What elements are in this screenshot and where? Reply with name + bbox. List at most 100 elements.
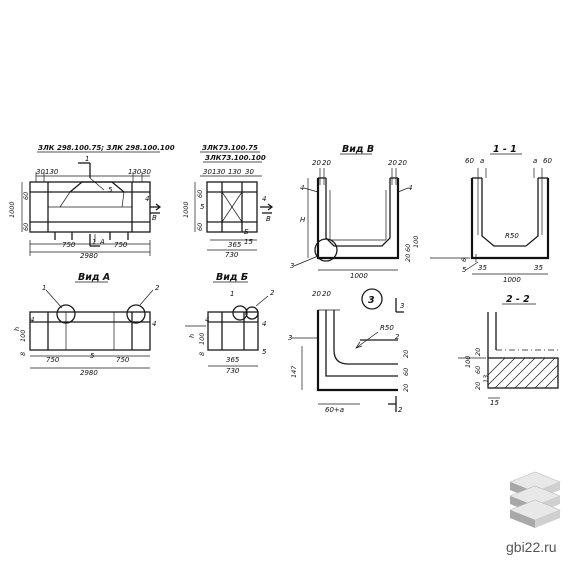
title-sec-22: 2 - 2 xyxy=(506,294,530,305)
label-1-b: 1 xyxy=(230,290,234,298)
dim-100-a: 100 xyxy=(19,330,27,342)
dim-15-top: 15 xyxy=(244,238,253,246)
dim-20-s2b: 20 xyxy=(474,382,482,390)
label-r50-b: R50 xyxy=(380,324,394,332)
title-zlk73a: ЗЛК73.100.75 xyxy=(202,144,258,152)
dim-750-d: 750 xyxy=(116,356,130,364)
dim-60-m1: 60 xyxy=(196,190,204,198)
dim-100-v: 100 xyxy=(412,236,420,248)
label-5-top: 5 xyxy=(108,186,113,194)
view-a-mark: А xyxy=(99,238,105,246)
label-5-mid: 5 xyxy=(200,203,205,211)
label-4-v2: 4 xyxy=(408,184,412,192)
dim-130-b: 130 xyxy=(128,168,142,176)
dim-20-v4: 20 xyxy=(398,159,407,167)
title-vid-b: Вид Б xyxy=(216,272,248,283)
section-2-2: 2 - 2 100 20 60 20 13 15 xyxy=(458,294,559,407)
dim-1000-v: 1000 xyxy=(350,272,368,280)
dim-100-b: 100 xyxy=(198,333,206,345)
dim-130-c: 130 xyxy=(212,168,226,176)
sec-1-top: 1 xyxy=(85,155,89,163)
label-1-a: 1 xyxy=(42,284,46,292)
title-zlk73b: ЗЛК73.100.100 xyxy=(205,154,266,162)
view-v: Вид В 20 20 20 20 4 4 Н 3 1000 100 60 20 xyxy=(290,144,420,280)
dim-60-l2: 60 xyxy=(22,223,30,231)
title-vid-v: Вид В xyxy=(342,144,374,155)
label-4-b2: 4 xyxy=(262,320,266,328)
detail-3-mark: 3 xyxy=(368,295,375,306)
plan-zlk73: ЗЛК73.100.75 ЗЛК73.100.100 30 130 130 30… xyxy=(182,144,274,259)
dim-1000-mid: 1000 xyxy=(182,201,190,218)
dim-60-m2: 60 xyxy=(196,223,204,231)
dim-730-b: 730 xyxy=(226,367,240,375)
section-1-1: 1 - 1 60 а а 60 R50 35 35 6 5 1000 xyxy=(430,144,552,284)
dim-60-s1: 60 xyxy=(465,157,474,165)
label-r50-a: R50 xyxy=(505,232,519,240)
dim-147-d: 147 xyxy=(290,365,298,378)
label-2-d2: 2 xyxy=(398,406,403,414)
dim-30-d: 30 xyxy=(245,168,254,176)
dim-130-a: 130 xyxy=(45,168,59,176)
view-b: Вид Б 1 2 4 4 h 100 8 5 365 730 xyxy=(185,272,275,375)
dim-20-d2: 20 xyxy=(322,290,331,298)
label-3-d2: 3 xyxy=(288,334,292,342)
label-h-b: h xyxy=(188,334,196,338)
title-vid-a: Вид А xyxy=(78,272,110,283)
dim-100-s2: 100 xyxy=(464,356,472,368)
dim-20-s2a: 20 xyxy=(474,348,482,356)
dim-2980-a: 2980 xyxy=(80,369,98,377)
dim-60-l1: 60 xyxy=(22,192,30,200)
dim-13-s2: 13 xyxy=(482,375,490,383)
label-a-1: а xyxy=(480,157,484,165)
label-4-v1: 4 xyxy=(300,184,304,192)
dim-6-s: 6 xyxy=(460,258,468,262)
stack-icon xyxy=(509,471,561,528)
dim-20-d1: 20 xyxy=(312,290,321,298)
label-4-b: 4 xyxy=(262,195,266,203)
dim-365-b: 365 xyxy=(226,356,240,364)
dim-15-s2: 15 xyxy=(490,399,499,407)
plan-zlk298: ЗЛК 298.100.75; ЗЛК 298.100.100 30 130 1… xyxy=(8,144,175,260)
label-4-a: 4 xyxy=(145,195,149,203)
dim-2980-top: 2980 xyxy=(80,252,98,260)
sec-1-bottom: 1 xyxy=(92,238,96,246)
dim-60-s2: 60 xyxy=(474,366,482,374)
dim-35-b: 35 xyxy=(534,264,543,272)
view-v-mark: В xyxy=(152,214,157,222)
dim-20-d3: 20 xyxy=(402,350,410,358)
dim-35-a: 35 xyxy=(478,264,487,272)
detail-3: 20 20 3 3 3 R50 2 147 20 60 20 2 60+а xyxy=(288,288,410,414)
label-60a: 60+а xyxy=(325,406,344,414)
label-2-d1: 2 xyxy=(395,333,400,341)
label-a-2: а xyxy=(533,157,537,165)
dim-60-v: 60 xyxy=(404,244,412,252)
dim-8-a: 8 xyxy=(19,352,27,356)
dim-365-top: 365 xyxy=(228,241,242,249)
dim-730-top: 730 xyxy=(225,251,239,259)
dim-20-v1: 20 xyxy=(312,159,321,167)
view-v-mark-b: В xyxy=(266,215,271,223)
dim-20-d4: 20 xyxy=(402,384,410,392)
label-3-v: 3 xyxy=(290,262,294,270)
label-2-b: 2 xyxy=(270,289,275,297)
dim-30-b: 30 xyxy=(142,168,151,176)
dim-1000-left: 1000 xyxy=(8,201,16,218)
watermark: gbi22.ru xyxy=(506,471,561,555)
label-3-d1: 3 xyxy=(400,302,404,310)
label-4-b1: 4 xyxy=(205,316,209,324)
dim-20-v2: 20 xyxy=(322,159,331,167)
dim-30-a: 30 xyxy=(36,168,45,176)
label-H: Н xyxy=(300,216,306,224)
label-h-a: h xyxy=(13,327,21,331)
label-4-a2: 4 xyxy=(152,320,156,328)
dim-8-b: 8 xyxy=(198,352,206,356)
dim-1000-s: 1000 xyxy=(503,276,521,284)
label-5-a: 5 xyxy=(90,352,95,360)
label-2-a: 2 xyxy=(155,284,160,292)
label-5-s: 5 xyxy=(462,266,467,274)
view-a: Вид А 1 2 4 4 h 100 8 750 5 750 2980 xyxy=(13,272,160,377)
dim-60-s2: 60 xyxy=(543,157,552,165)
hatch-pattern xyxy=(487,357,559,389)
dim-750-b: 750 xyxy=(114,241,128,249)
